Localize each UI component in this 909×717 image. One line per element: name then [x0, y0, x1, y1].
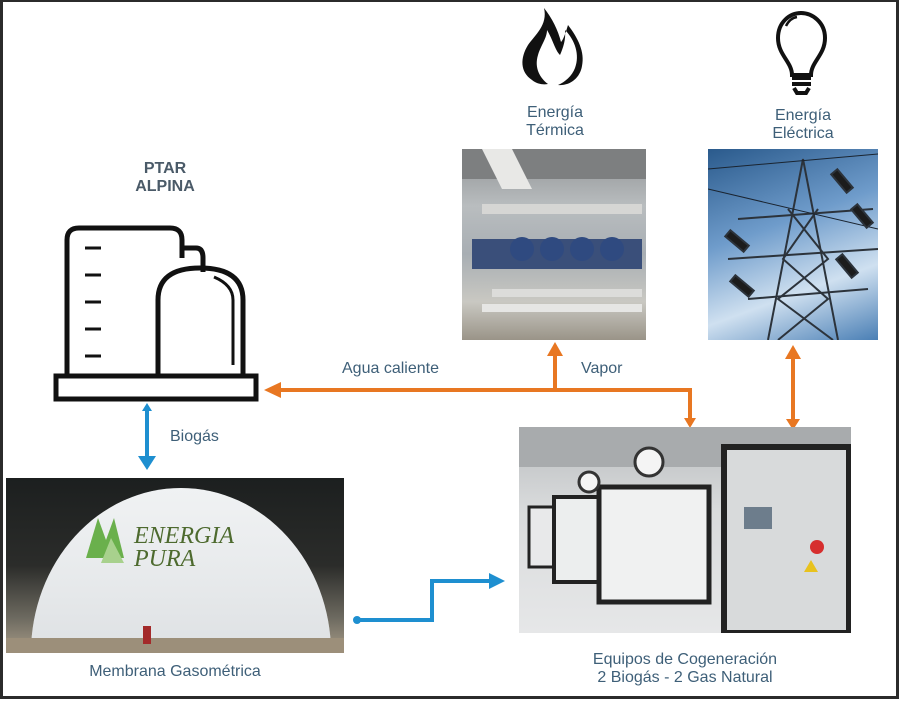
thermal-energy-title: Energía Térmica [490, 104, 620, 140]
cogeneration-caption-line2: 2 Biogás - 2 Gas Natural [597, 669, 773, 686]
membrane-to-cogeneration-arrow [353, 573, 505, 624]
cogeneration-caption: Equipos de Cogeneración 2 Biogás - 2 Gas… [520, 651, 850, 687]
electric-title-line1: Energía [774, 107, 832, 124]
electric-energy-photo [708, 149, 878, 340]
hot-water-label: Agua caliente [342, 360, 439, 377]
electric-flow-arrow [785, 345, 801, 430]
hot-water-arrow [264, 382, 696, 428]
electric-energy-title: Energía Eléctrica [738, 107, 868, 143]
ptar-title-line1: PTAR [143, 160, 187, 177]
energia-pura-logo-line1: ENERGIA [133, 523, 234, 549]
biogas-label: Biogás [170, 428, 219, 445]
thermal-title-line1: Energía [526, 104, 584, 121]
cogeneration-photo [519, 427, 851, 633]
lightbulb-icon [775, 10, 828, 95]
thermal-title-line2: Térmica [526, 122, 584, 139]
steam-label: Vapor [581, 360, 623, 377]
membrane-photo: ENERGIA PURA [6, 478, 344, 653]
ptar-title-line2: ALPINA [135, 178, 195, 195]
ptar-title: PTAR ALPINA [115, 160, 215, 196]
biogas-flow-arrow [138, 403, 156, 470]
steam-arrow [547, 342, 563, 390]
flame-icon [522, 8, 583, 86]
cogeneration-caption-line1: Equipos de Cogeneración [592, 651, 778, 668]
membrane-caption: Membrana Gasométrica [89, 663, 261, 680]
treatment-plant-icon [53, 225, 259, 402]
electric-title-line2: Eléctrica [772, 125, 834, 142]
energia-pura-logo-line2: PURA [133, 546, 196, 572]
thermal-energy-photo [462, 149, 646, 340]
